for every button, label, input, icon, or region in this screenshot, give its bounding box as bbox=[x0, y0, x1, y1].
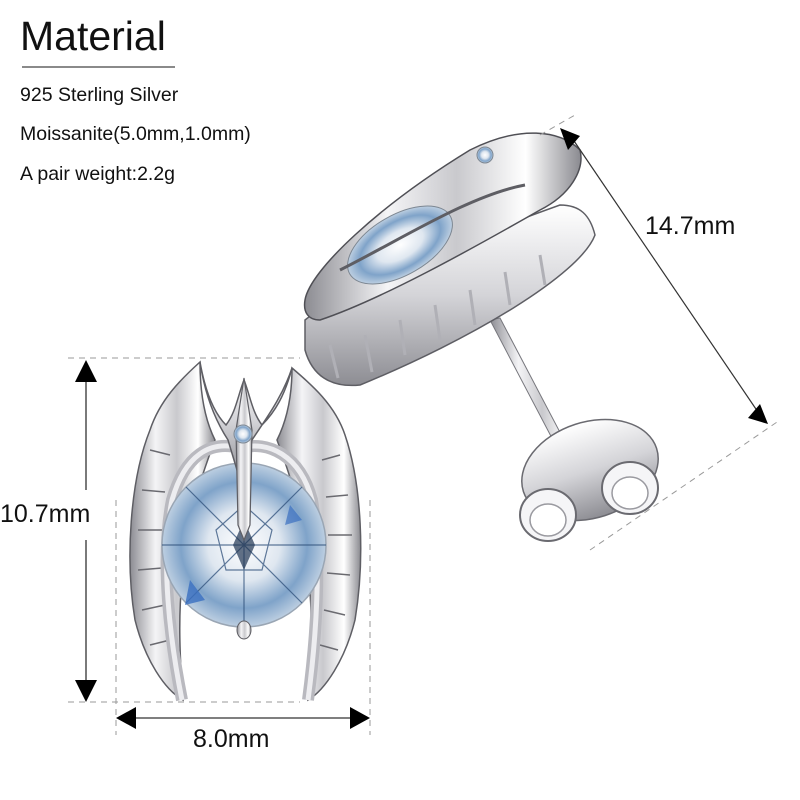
front-view-earring bbox=[129, 360, 362, 702]
width-dimension bbox=[115, 500, 371, 735]
height-label: 10.7mm bbox=[0, 500, 91, 528]
arrow-down-right-icon bbox=[748, 404, 768, 424]
moissanite-small-icon bbox=[233, 424, 253, 444]
depth-dimension bbox=[539, 114, 781, 551]
title-underline bbox=[22, 66, 175, 68]
height-dimension bbox=[68, 357, 300, 703]
spec-weight: A pair weight:2.2g bbox=[20, 163, 176, 185]
page-title: Material bbox=[20, 13, 166, 59]
arrow-up-icon bbox=[75, 360, 97, 382]
width-label: 8.0mm bbox=[193, 725, 270, 753]
arrow-right-icon bbox=[350, 707, 370, 729]
depth-label: 14.7mm bbox=[645, 212, 736, 240]
spec-material: 925 Sterling Silver bbox=[20, 84, 179, 106]
spec-stone: Moissanite(5.0mm,1.0mm) bbox=[20, 123, 251, 145]
arrow-down-icon bbox=[75, 680, 97, 702]
side-view-earring bbox=[303, 132, 659, 542]
arrow-left-icon bbox=[116, 707, 136, 729]
arrow-up-left-icon bbox=[560, 128, 580, 150]
